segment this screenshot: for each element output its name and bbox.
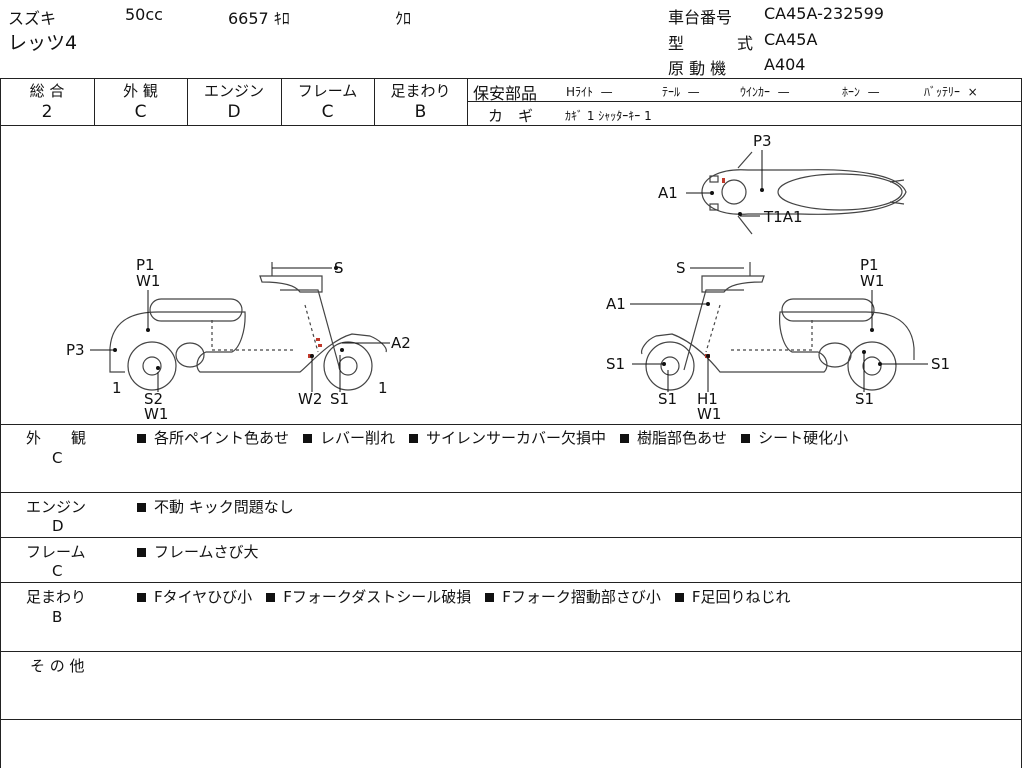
frame-no-label: 車台番号: [668, 8, 733, 27]
key-label: カ ギ: [488, 107, 534, 125]
grade-total-label: 総 合: [29, 82, 65, 100]
scooter-side-left: [109, 262, 387, 391]
label-a2: A2: [391, 334, 411, 352]
label-one-right: 1: [378, 379, 388, 397]
divider: [0, 78, 1, 768]
note-label-suspension: 足まわり: [26, 588, 87, 606]
damage-diagram: P1 W1 S P3 A2 1 1 S2 W1 W2 S1 S P1 W1 A1…: [66, 132, 950, 423]
safety-label: 保安部品: [473, 84, 538, 103]
label-h1: H1: [697, 390, 718, 408]
divider: [468, 101, 1022, 102]
label-w2: W2: [298, 390, 322, 408]
frame-no: CA45A-232599: [764, 4, 884, 23]
safety-item-battery: ﾊﾞｯﾃﾘｰ ×: [924, 85, 978, 99]
divider: [1021, 78, 1022, 768]
label-w1-left-bottom: W1: [144, 405, 168, 423]
label-one-left: 1: [112, 379, 122, 397]
label-s1-left: S1: [330, 390, 349, 408]
label-t1a1: T1A1: [763, 208, 803, 226]
note-grade-frame: C: [52, 562, 63, 580]
safety-item-winker: ｳｲﾝｶｰ —: [740, 85, 790, 99]
note-items-engine: 不動 キック問題なし: [137, 496, 308, 517]
divider: [0, 651, 1022, 652]
label-p1-left: P1: [136, 256, 155, 274]
label-s1-right-front: S1: [606, 355, 625, 373]
note-grade-exterior: C: [52, 449, 63, 467]
note-items-exterior: 各所ペイント色あせレバー削れサイレンサーカバー欠損中樹脂部色あせシート硬化小: [137, 427, 848, 448]
safety-item-headlight: Hﾗｲﾄ —: [566, 85, 613, 99]
note-label-exterior: 外 観: [26, 429, 87, 447]
grade-engine-value: D: [227, 102, 241, 122]
label-s2: S2: [144, 390, 163, 408]
note-label-other: そ の 他: [30, 657, 85, 675]
damage-marks: [308, 178, 725, 358]
divider: [0, 424, 1022, 425]
label-w1-left: W1: [136, 272, 160, 290]
label-s-left: S: [334, 259, 344, 277]
grade-exterior-value: C: [134, 102, 147, 122]
type-label-2: 式: [737, 34, 754, 53]
label-p1-right: P1: [860, 256, 879, 274]
label-w1-right: W1: [860, 272, 884, 290]
safety-item-tail: ﾃｰﾙ —: [662, 85, 700, 99]
maker: スズキ: [8, 9, 57, 28]
label-p3-left: P3: [66, 341, 85, 359]
key-value: ｶｷﾞ 1 ｼｬｯﾀｰｷｰ 1: [565, 109, 652, 123]
label-s-right: S: [676, 259, 686, 277]
grade-exterior-label: 外 観: [123, 82, 158, 100]
divider: [0, 537, 1022, 538]
divider: [0, 125, 1022, 126]
divider: [187, 78, 188, 125]
grade-engine-label: エンジン: [203, 82, 264, 100]
engine-value: A404: [764, 55, 806, 74]
grade-suspension-label: 足まわり: [390, 82, 451, 100]
leader-lines: [90, 150, 928, 392]
model-name: レッツ4: [8, 32, 78, 54]
scooter-top-view: [701, 151, 907, 235]
divider: [0, 492, 1022, 493]
grade-suspension-value: B: [414, 102, 427, 122]
grade-total-value: 2: [41, 102, 53, 122]
mileage: 6657 ｷﾛ: [228, 9, 290, 28]
note-items-frame: フレームさび大: [137, 541, 273, 562]
type-value: CA45A: [764, 30, 818, 49]
note-grade-engine: D: [52, 517, 64, 535]
divider: [374, 78, 375, 125]
note-grade-suspension: B: [52, 608, 63, 626]
divider: [0, 78, 1022, 79]
divider: [0, 582, 1022, 583]
divider: [94, 78, 95, 125]
label-p3-top: P3: [753, 132, 772, 150]
displacement: 50cc: [125, 5, 163, 24]
grade-frame-value: C: [321, 102, 334, 122]
divider: [0, 719, 1022, 720]
grade-frame-label: フレーム: [297, 82, 358, 100]
label-w1-right-bottom: W1: [697, 405, 721, 423]
color: ｸﾛ: [395, 9, 412, 28]
type-label-1: 型: [668, 34, 685, 53]
engine-label: 原 動 機: [668, 59, 727, 78]
safety-item-horn: ﾎｰﾝ —: [842, 85, 880, 99]
scooter-side-right: [641, 262, 915, 391]
label-a1-right: A1: [606, 295, 626, 313]
label-a1-top: A1: [658, 184, 678, 202]
label-s1-right-bottom: S1: [658, 390, 677, 408]
label-s1-right-rear: S1: [931, 355, 950, 373]
divider: [281, 78, 282, 125]
note-label-engine: エンジン: [26, 498, 87, 516]
divider: [467, 78, 468, 125]
note-label-frame: フレーム: [26, 543, 86, 561]
label-s1-right-end: S1: [855, 390, 874, 408]
